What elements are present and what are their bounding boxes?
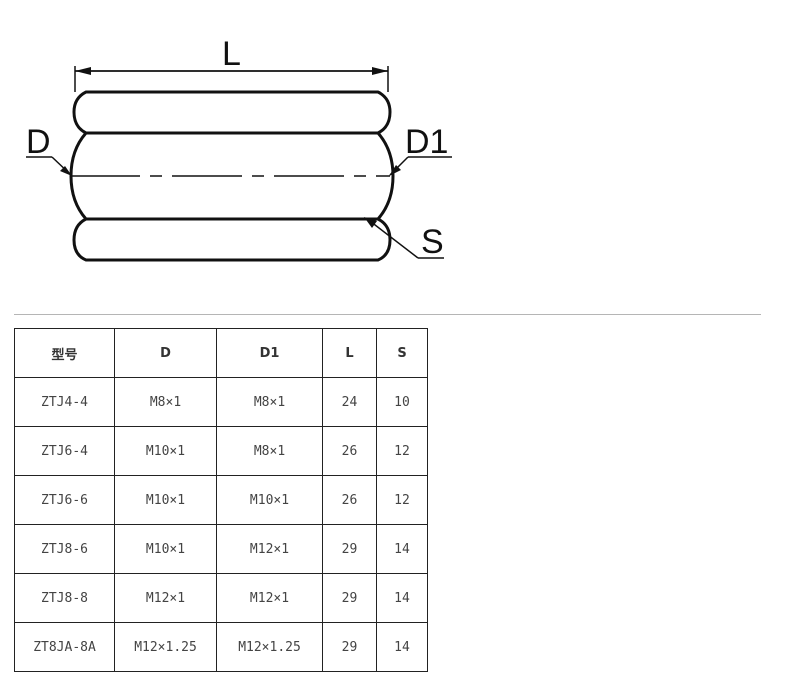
length-dimension — [75, 67, 388, 75]
cell-model: ZT8JA-8A — [14, 622, 115, 672]
cell-d1: M8×1 — [216, 426, 323, 476]
table-row: ZT8JA-8A M12×1.25 M12×1.25 29 14 — [14, 622, 428, 672]
cell-s: 10 — [376, 377, 428, 427]
cell-model: ZTJ8-6 — [14, 524, 115, 574]
cell-d1: M12×1 — [216, 524, 323, 574]
cell-l: 26 — [322, 426, 377, 476]
hex-coupling-drawing: L D D1 S — [26, 35, 452, 262]
cell-d: M12×1 — [114, 573, 217, 623]
cell-d1: M10×1 — [216, 475, 323, 525]
cell-s: 12 — [376, 426, 428, 476]
hex-size-leader — [364, 217, 444, 259]
cell-model: ZTJ4-4 — [14, 377, 115, 427]
cell-l: 24 — [322, 377, 377, 427]
cell-s: 14 — [376, 573, 428, 623]
specification-table: 型号 D D1 L S ZTJ4-4 M8×1 M8×1 24 10 ZTJ6-… — [14, 328, 428, 672]
cell-d: M10×1 — [114, 524, 217, 574]
table-header-row: 型号 D D1 L S — [14, 328, 428, 378]
cell-model: ZTJ6-6 — [14, 475, 115, 525]
table-row: ZTJ6-4 M10×1 M8×1 26 12 — [14, 426, 428, 476]
cell-d1: M12×1 — [216, 573, 323, 623]
inlet-label: D — [26, 123, 51, 161]
cell-model: ZTJ8-8 — [14, 573, 115, 623]
cell-s: 12 — [376, 475, 428, 525]
cell-d1: M8×1 — [216, 377, 323, 427]
header-d: D — [114, 328, 217, 378]
outlet-label: D1 — [405, 123, 448, 161]
table-row: ZTJ8-6 M10×1 M12×1 29 14 — [14, 524, 428, 574]
header-l: L — [322, 328, 377, 378]
cell-l: 29 — [322, 622, 377, 672]
cell-d: M10×1 — [114, 475, 217, 525]
cell-model: ZTJ6-4 — [14, 426, 115, 476]
cell-s: 14 — [376, 622, 428, 672]
coupling-body — [69, 90, 395, 262]
cell-d: M12×1.25 — [114, 622, 217, 672]
cell-s: 14 — [376, 524, 428, 574]
cell-d: M8×1 — [114, 377, 217, 427]
cell-d1: M12×1.25 — [216, 622, 323, 672]
cell-l: 29 — [322, 524, 377, 574]
header-model: 型号 — [14, 328, 115, 378]
inlet-leader — [26, 156, 72, 176]
outlet-leader — [389, 156, 452, 176]
cell-l: 26 — [322, 475, 377, 525]
cell-d: M10×1 — [114, 426, 217, 476]
header-d1: D1 — [216, 328, 323, 378]
table-row: ZTJ8-8 M12×1 M12×1 29 14 — [14, 573, 428, 623]
table-row: ZTJ6-6 M10×1 M10×1 26 12 — [14, 475, 428, 525]
length-label: L — [222, 35, 241, 73]
table-row: ZTJ4-4 M8×1 M8×1 24 10 — [14, 377, 428, 427]
section-divider — [14, 314, 761, 315]
hex-size-label: S — [421, 223, 444, 261]
cell-l: 29 — [322, 573, 377, 623]
header-s: S — [376, 328, 428, 378]
